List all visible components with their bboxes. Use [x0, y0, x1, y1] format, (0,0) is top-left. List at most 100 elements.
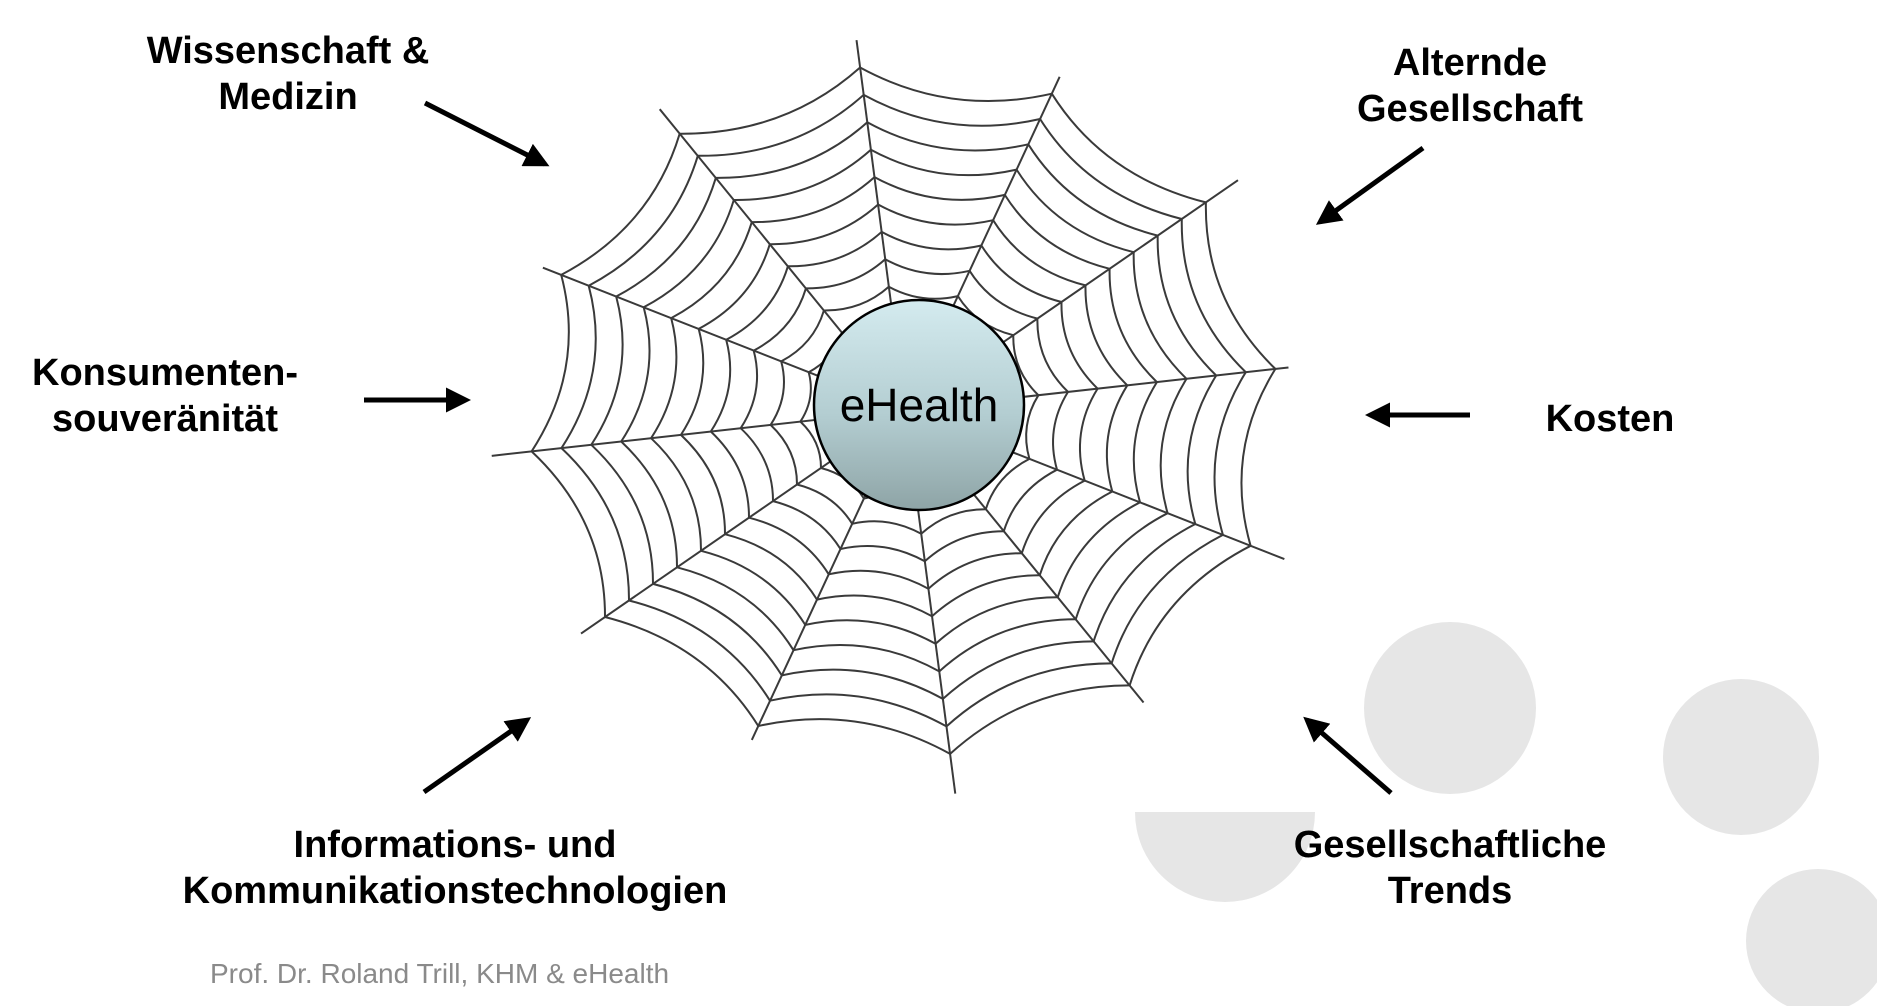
web-strand [620, 440, 679, 568]
web-strand [877, 203, 994, 226]
label-aging-line2: Gesellschaft [1357, 88, 1583, 130]
arrow-science [423, 100, 550, 167]
web-strand [859, 66, 1053, 103]
label-costs-line1: Kosten [1545, 398, 1675, 440]
label-consumer-line1: Konsumenten- [32, 352, 298, 394]
web-strand [1204, 202, 1277, 370]
web-strand [652, 582, 783, 676]
web-strand [590, 296, 624, 446]
web-strand [805, 619, 937, 645]
web-strand [1132, 252, 1188, 380]
web-strand [679, 66, 861, 135]
label-consumer: Konsumenten- souveränität [0, 350, 330, 442]
deco-half-circle [1135, 812, 1315, 902]
label-social-line2: Trends [1387, 870, 1513, 912]
web-strand [670, 221, 753, 319]
web-strand [1079, 388, 1099, 481]
web-spoke [491, 415, 851, 457]
web-strand [934, 596, 1058, 645]
label-science-line2: Medizin [218, 76, 358, 118]
web-strand [680, 328, 705, 436]
web-strand [643, 199, 735, 309]
web-strand [700, 549, 807, 626]
web-strand [740, 427, 775, 502]
label-ict-line2: Kommunikationstechnologien [182, 870, 728, 912]
web-strand [604, 616, 760, 727]
web-strand [851, 520, 922, 535]
web-strand [530, 450, 607, 618]
web-strand [769, 424, 799, 485]
web-strand [1027, 143, 1158, 237]
web-strand [1012, 335, 1040, 396]
web-strand [628, 599, 771, 702]
label-costs: Kosten [1520, 396, 1700, 442]
web-strand [1036, 318, 1069, 393]
web-strand [1060, 301, 1099, 390]
web-strand [938, 618, 1076, 673]
web-strand [863, 94, 1041, 127]
web-strand [884, 258, 970, 276]
web-strand [1039, 118, 1183, 220]
web-strand [753, 288, 807, 352]
web-strand [805, 258, 886, 290]
web-strand [588, 155, 699, 287]
web-strand [1180, 218, 1247, 373]
web-strand [1003, 194, 1110, 270]
web-strand [1074, 512, 1169, 620]
web-strand [793, 643, 940, 673]
web-strand [1020, 479, 1086, 554]
web-strand [620, 307, 651, 443]
web-strand [949, 684, 1130, 755]
web-strand [1128, 544, 1252, 686]
web-strand [945, 662, 1112, 728]
label-science: Wissenschaft & Medizin [118, 28, 458, 120]
label-aging: Alternde Gesellschaft [1320, 40, 1620, 132]
web-strand [772, 500, 842, 550]
web-spoke [580, 439, 862, 635]
web-strand [560, 285, 597, 449]
web-strand [1092, 523, 1196, 642]
web-strand [725, 266, 789, 341]
web-strand [1159, 378, 1188, 514]
label-science-line1: Wissenschaft & [146, 30, 430, 72]
web-strand [590, 444, 655, 584]
web-strand [984, 458, 1030, 510]
web-strand [650, 317, 678, 439]
label-aging-line1: Alternde [1392, 42, 1548, 84]
deco-circle-1 [1364, 622, 1536, 794]
web-strand [874, 176, 1006, 201]
web-strand [823, 285, 890, 312]
web-strand [787, 231, 883, 268]
web-strand [615, 177, 717, 298]
web-strand [1025, 394, 1040, 460]
label-consumer-line2: souveränität [52, 398, 278, 440]
web-strand [769, 693, 947, 728]
web-strand [758, 718, 951, 755]
web-strand [709, 339, 732, 433]
web-strand [697, 94, 865, 157]
web-strand [739, 350, 759, 429]
web-strand [866, 121, 1029, 152]
decorative-circles [1135, 622, 1877, 1006]
web-strand [1213, 371, 1247, 536]
web-strand [1108, 268, 1158, 383]
web-strand [724, 533, 818, 601]
web-strand [920, 508, 986, 535]
web-strand [1052, 391, 1069, 470]
label-social: Gesellschaftliche Trends [1240, 822, 1660, 914]
arrow-ict [422, 717, 532, 795]
web-strand [1105, 384, 1129, 492]
web-strand [1156, 235, 1217, 377]
web-strand [931, 574, 1040, 618]
label-ict: Informations- und Kommunikationstechnolo… [130, 822, 780, 914]
web-strand [560, 447, 631, 601]
web-strand [733, 148, 872, 202]
web-strand [828, 569, 929, 590]
web-strand [769, 203, 879, 246]
web-strand [796, 483, 854, 525]
web-strand [1050, 93, 1207, 204]
web-strand [1240, 368, 1277, 547]
web-strand [698, 243, 771, 330]
web-spoke [910, 460, 957, 794]
